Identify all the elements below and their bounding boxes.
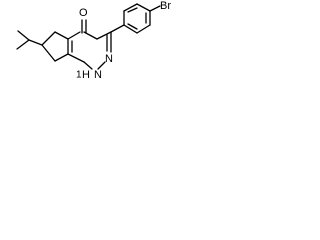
bond-ar2-ar3 <box>136 24 151 34</box>
cyclohexenone-ring <box>41 31 81 62</box>
bond-ch-me1 <box>17 30 30 41</box>
bond-n2-n1 <box>97 61 106 70</box>
bromine-label: Br <box>160 0 171 12</box>
bond-c8a-c8a-link <box>67 53 85 63</box>
carbonyl-group <box>81 19 87 34</box>
bond-c6-c7 <box>41 31 56 46</box>
bond-ar5-ar6 <box>123 3 138 12</box>
bond-c3-aryl <box>110 24 125 33</box>
bond-c4a-c5 <box>67 31 81 40</box>
isopropyl-group <box>16 30 43 50</box>
oxygen-label: O <box>79 7 88 19</box>
nitrogen-upper-label: N <box>105 53 113 65</box>
hydrogen-label: H <box>82 69 90 81</box>
pyridazine-ring <box>67 31 112 70</box>
bond-ar-inner-3 <box>127 7 138 13</box>
molecule-structure-diagram: O Br N N 1 H <box>16 0 171 81</box>
nh-prefix-label: 1 <box>76 70 82 81</box>
bond-c4a-c4 <box>83 31 98 40</box>
bond-c7-c8 <box>41 44 56 62</box>
bond-ar-inner-1 <box>127 23 138 30</box>
bond-c7-ch <box>28 39 43 46</box>
bond-c5-c6 <box>54 31 69 40</box>
bond-n1-c8a <box>83 61 93 70</box>
bond-ch-me2 <box>16 39 30 50</box>
bond-ar-br <box>149 5 161 12</box>
bond-ar1-ar2 <box>123 24 138 34</box>
bond-c8-c8a <box>54 53 69 62</box>
bromophenyl-group <box>110 3 161 34</box>
bond-c4-c3 <box>96 31 112 40</box>
nitrogen-lower-label: N <box>94 69 102 81</box>
bond-ar4-ar5 <box>136 3 151 12</box>
